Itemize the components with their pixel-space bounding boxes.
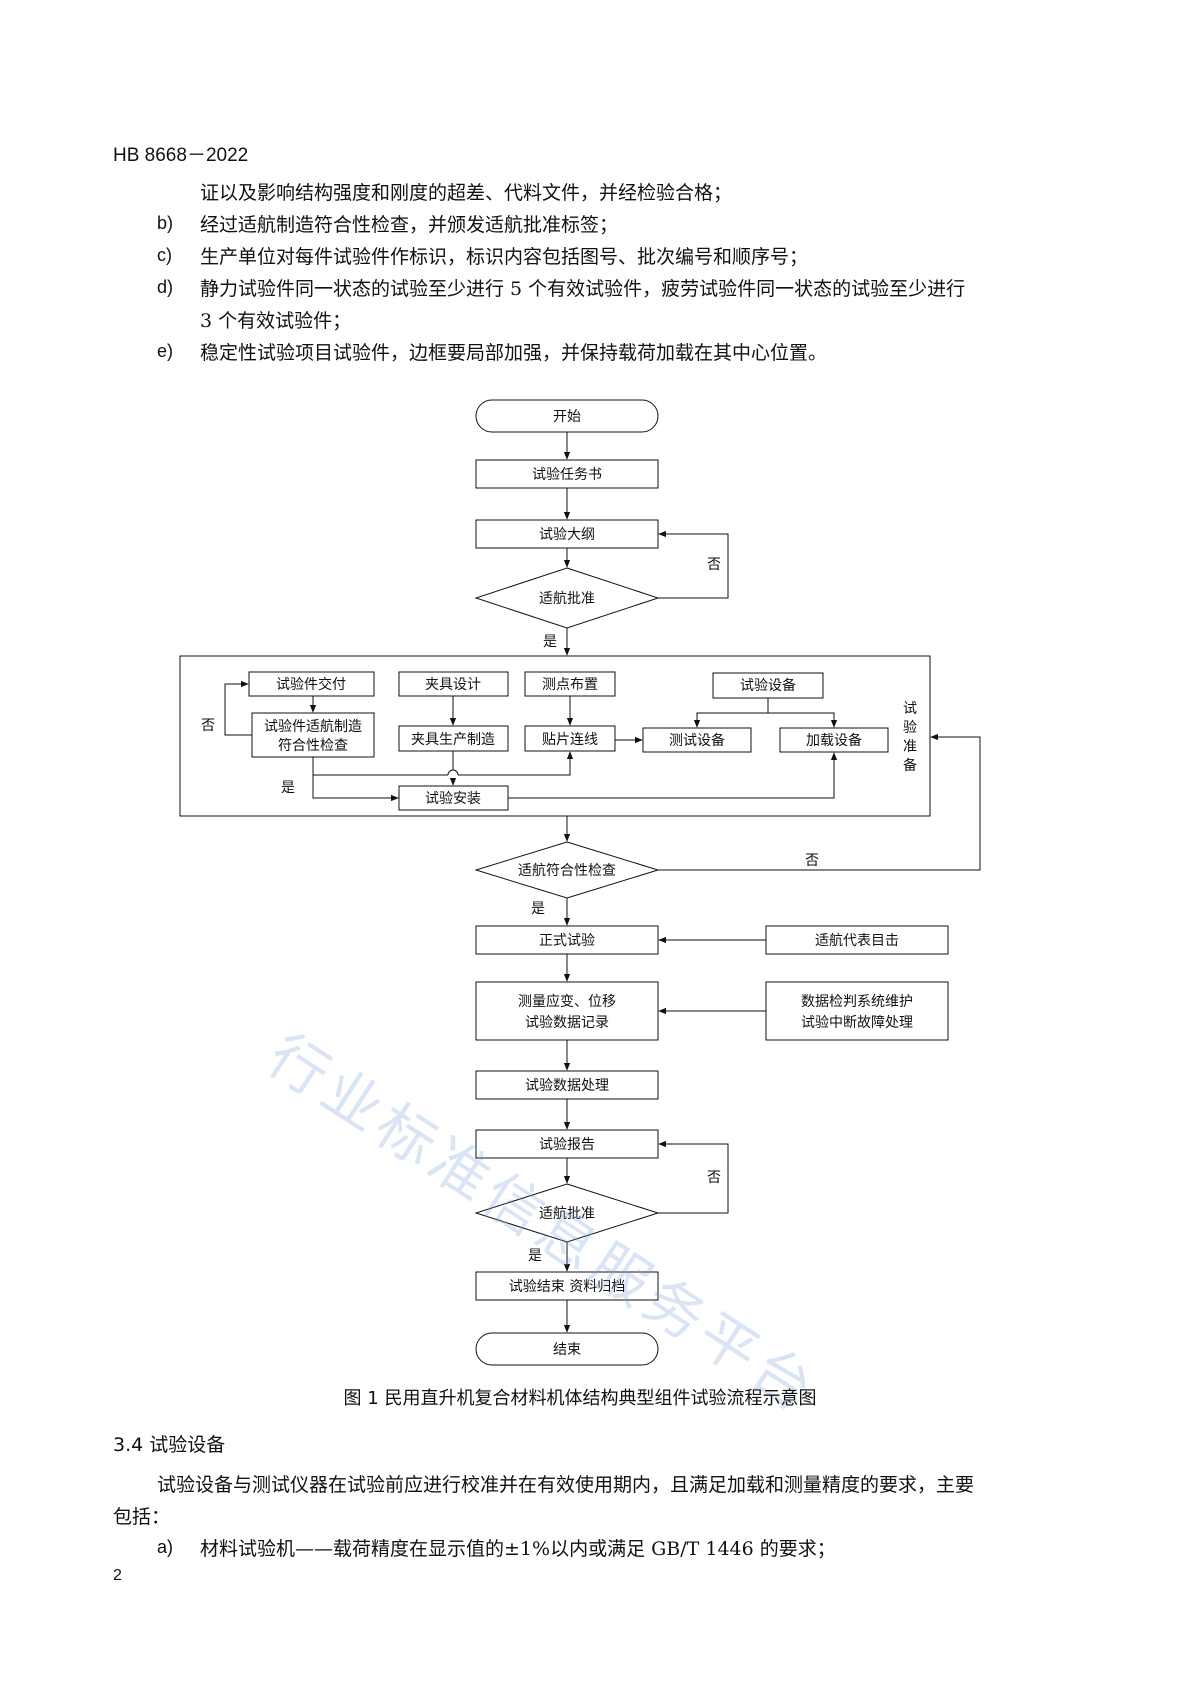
test-equipment-box	[642, 727, 752, 753]
yes1-label: 是	[543, 634, 557, 650]
prep-side-label-1: 试	[903, 701, 917, 717]
figure-caption: 图 1 民用直升机复合材料机体结构典型组件试验流程示意图	[343, 1388, 817, 1409]
witness-box	[765, 925, 949, 955]
load-equipment-box	[779, 727, 889, 753]
start-label: 开始	[553, 409, 581, 425]
section-paragraph-line2: 包括：	[113, 1506, 171, 1528]
yes2-label: 是	[531, 901, 545, 917]
formal-test-label: 正式试验	[539, 933, 595, 949]
gauge-wiring-box	[524, 725, 616, 752]
end-terminal	[475, 1332, 659, 1366]
conformity-label: 适航符合性检查	[518, 863, 616, 879]
finish-box	[475, 1271, 659, 1301]
equipment-label: 试验设备	[740, 677, 796, 694]
fixture-make-label: 夹具生产制造	[411, 732, 495, 748]
install-label: 试验安装	[425, 791, 481, 807]
approval1-label: 适航批准	[539, 591, 595, 607]
outline-label: 试验大纲	[539, 527, 595, 543]
point-layout-box	[524, 671, 616, 697]
no2-label: 否	[805, 853, 819, 869]
fixture-design-box	[398, 671, 509, 697]
prep-no-label: 否	[201, 718, 215, 734]
list-item-a2: 材料试验机——载荷精度在显示值的±1%以内或满足 GB/T 1446 的要求；	[200, 1538, 836, 1560]
maintain-label-2: 试验中断故障处理	[801, 1015, 913, 1031]
end-label: 结束	[553, 1342, 581, 1358]
task-book-box	[475, 459, 659, 489]
section-paragraph-line1: 试验设备与测试仪器在试验前应进行校准并在有效使用期内，且满足加载和测量精度的要求…	[157, 1474, 975, 1496]
data-process-box	[475, 1070, 659, 1100]
point-layout-label: 测点布置	[542, 677, 598, 693]
task-book-label: 试验任务书	[532, 467, 602, 483]
measure-box	[475, 981, 659, 1041]
witness-label: 适航代表目击	[815, 933, 899, 949]
prep-side-label-4: 备	[903, 757, 917, 774]
list-marker-c: c)	[157, 245, 172, 265]
no3-label: 否	[707, 1170, 721, 1186]
approval2-label: 适航批准	[539, 1206, 595, 1222]
fixture-design-label: 夹具设计	[425, 677, 481, 693]
report-box	[475, 1129, 659, 1159]
outline-box	[475, 519, 659, 549]
specimen-check-label-1: 试验件适航制造	[264, 719, 362, 735]
report-label: 试验报告	[539, 1137, 595, 1153]
prep-yes-label: 是	[281, 780, 295, 796]
page-number: 2	[113, 1567, 122, 1584]
no1-label: 否	[707, 557, 721, 573]
specimen-delivery-box	[248, 671, 375, 697]
list-item-b: 经过适航制造符合性检查，并颁发适航批准标签；	[200, 214, 619, 236]
data-process-label: 试验数据处理	[525, 1078, 609, 1094]
fixture-make-box	[398, 725, 509, 752]
list-item-d-line1: 静力试验件同一状态的试验至少进行 5 个有效试验件，疲劳试验件同一状态的试验至少…	[200, 278, 966, 300]
list-marker-d: d)	[157, 277, 174, 297]
list-item-c: 生产单位对每件试验件作标识，标识内容包括图号、批次编号和顺序号；	[200, 246, 809, 268]
list-marker-e: e)	[157, 341, 174, 361]
prep-side-label-2: 验	[903, 720, 917, 736]
section-heading: 3.4 试验设备	[113, 1434, 226, 1456]
list-item-d-line2: 3 个有效试验件；	[200, 310, 352, 332]
measure-label-2: 试验数据记录	[525, 1015, 609, 1031]
install-box	[398, 785, 509, 811]
prep-frame	[179, 655, 931, 817]
yes3-label: 是	[528, 1248, 542, 1264]
maintain-box	[765, 981, 949, 1041]
finish-label: 试验结束 资料归档	[509, 1278, 625, 1295]
list-item-e: 稳定性试验项目试验件，边框要局部加强，并保持载荷加载在其中心位置。	[200, 342, 828, 364]
measure-label-1: 测量应变、位移	[518, 993, 616, 1010]
specimen-check-label-2: 符合性检查	[278, 738, 348, 754]
gauge-wiring-label: 贴片连线	[542, 732, 598, 748]
prep-side-label-3: 准	[903, 739, 917, 755]
specimen-delivery-label: 试验件交付	[276, 676, 346, 693]
test-equipment-label: 测试设备	[669, 732, 725, 749]
list-item-a-cont: 证以及影响结构强度和刚度的超差、代料文件，并经检验合格；	[200, 182, 733, 204]
list-marker-b: b)	[157, 213, 174, 233]
load-equipment-label: 加载设备	[806, 732, 862, 749]
list-marker-a2: a)	[157, 1537, 174, 1557]
maintain-label-1: 数据检判系统维护	[801, 994, 913, 1010]
specimen-check-box	[251, 712, 375, 758]
doc-header: HB 8668－2022	[113, 145, 249, 166]
